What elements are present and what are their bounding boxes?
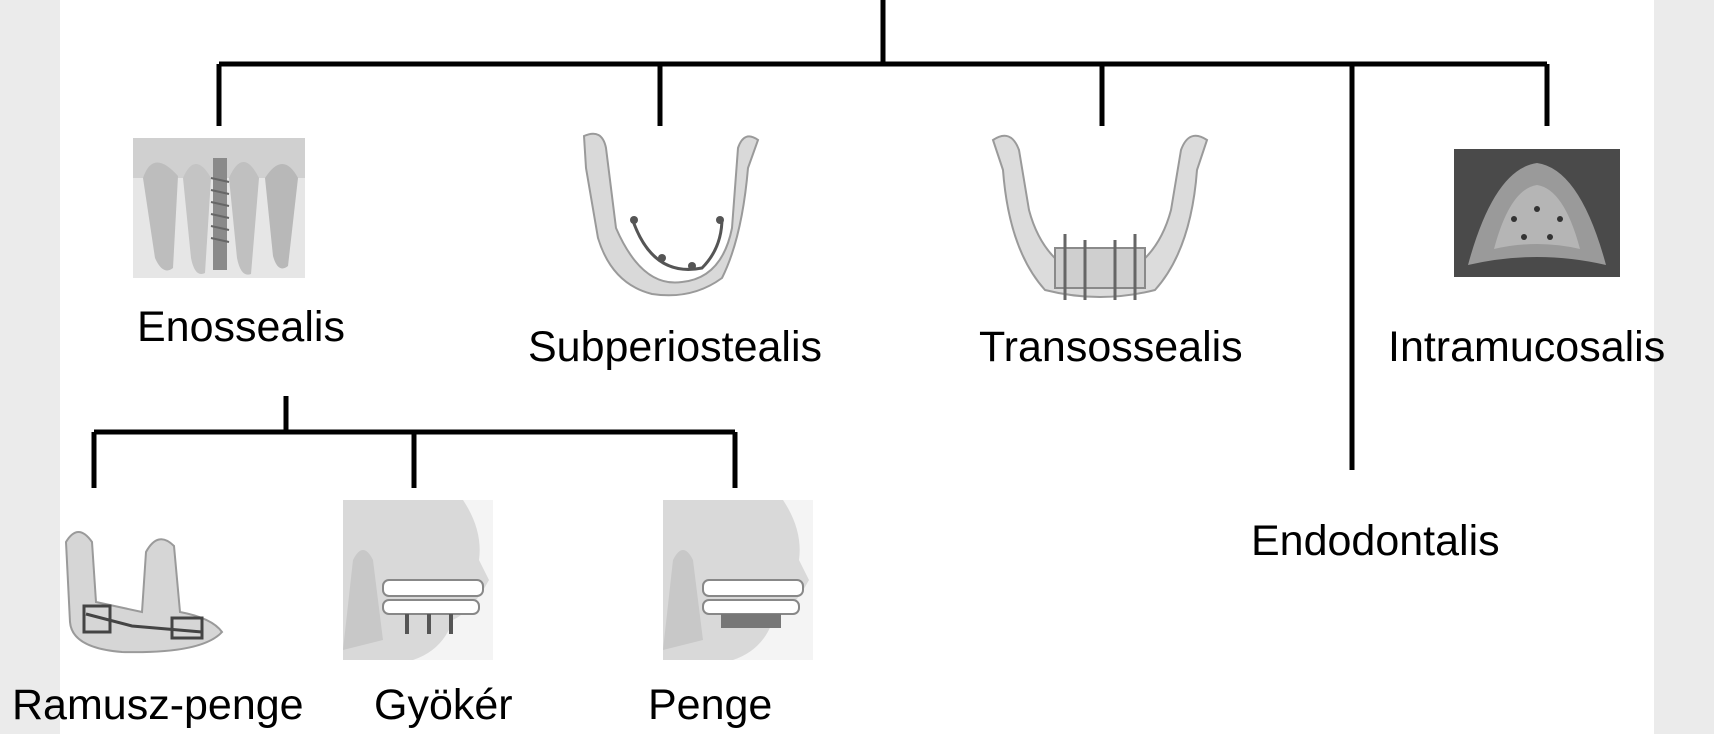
label-transossealis: Transossealis bbox=[979, 326, 1243, 369]
label-enossealis: Enossealis bbox=[137, 306, 345, 349]
root-implant-skull-icon bbox=[343, 500, 493, 660]
ramus-blade-mandible-icon bbox=[62, 522, 230, 658]
mandible-transosseal-icon bbox=[985, 130, 1215, 302]
label-intramucosalis: Intramucosalis bbox=[1388, 326, 1665, 369]
blade-implant-skull-icon bbox=[663, 500, 813, 660]
palate-photo-icon bbox=[1454, 149, 1620, 277]
label-endodontalis: Endodontalis bbox=[1251, 520, 1500, 563]
label-gyoker: Gyökér bbox=[374, 684, 513, 727]
label-ramusz-penge: Ramusz-penge bbox=[12, 684, 304, 727]
mandible-subperiosteal-icon bbox=[572, 128, 762, 300]
label-subperiostealis: Subperiostealis bbox=[528, 326, 822, 369]
label-penge: Penge bbox=[648, 684, 772, 727]
implant-teeth-icon bbox=[133, 138, 305, 278]
